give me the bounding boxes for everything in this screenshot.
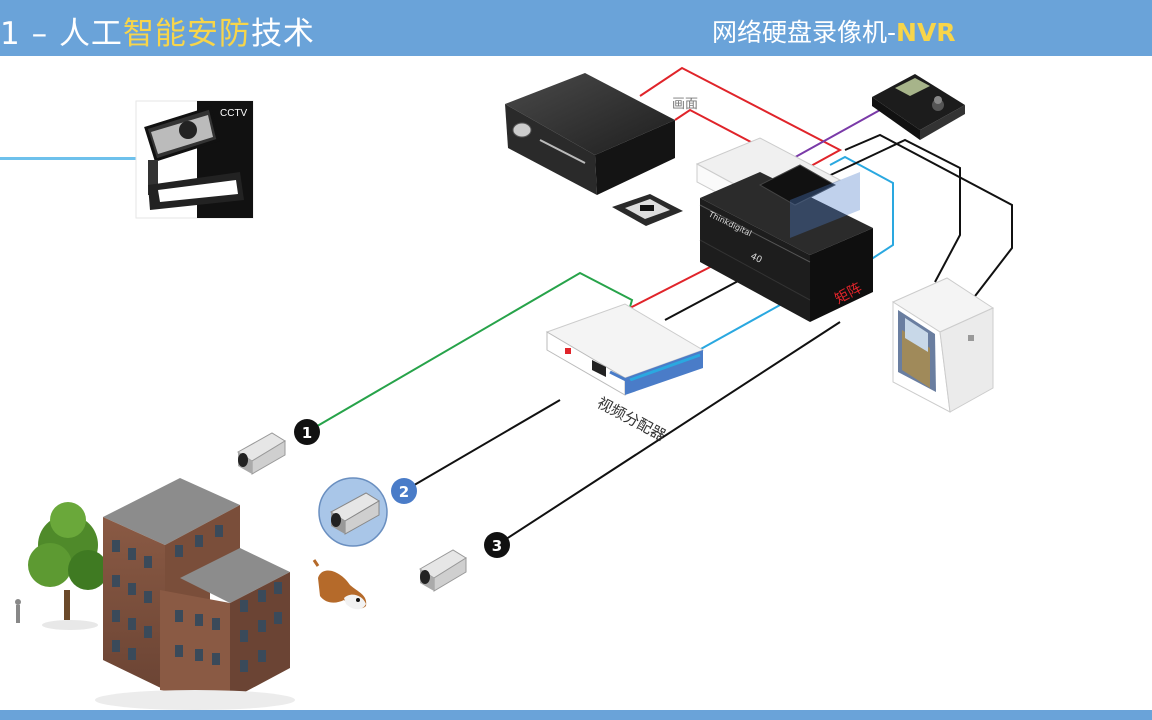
marker-3-label: 3 [492,537,502,555]
cctv-logo: CCTV [135,100,254,219]
marker-1-label: 1 [302,424,312,442]
person-figure [15,599,21,623]
camera2-cable [403,399,561,492]
camera-2 [318,477,388,547]
dog [312,559,367,610]
tree [28,502,108,630]
title-highlight: 智能安防 [122,16,251,52]
red-cable-top [639,66,843,173]
camera-1 [237,432,286,475]
title-prefix: 1 – [0,16,59,52]
camera-3 [419,549,467,592]
footer-bar [0,710,1152,720]
subtitle-text: 网络硬盘录像机- [712,18,897,47]
black-cable-keyboard [819,138,961,283]
cables [306,66,1013,546]
marker-1: 1 [294,419,320,445]
video-distributor [545,303,705,396]
matrix-chassis: Thinkdigital 40 [695,137,873,322]
green-cable [306,271,634,433]
red-cable-distributor [621,261,721,313]
purple-cable [789,109,881,161]
title-part2: 技术 [250,16,315,52]
building [95,478,295,710]
marker-3: 3 [484,532,510,558]
ptz-keyboard [872,74,965,140]
vhs-tape [612,194,683,226]
subtitle-highlight: NVR [896,18,956,47]
logo-text: CCTV [220,108,248,119]
distributor-label: 视频分配器 [594,394,669,445]
divider-line [0,157,137,160]
blue-cable-distributor [689,304,781,356]
monitor-cabinet [891,277,995,413]
dvr-recorder [505,73,675,195]
screen-label: 画面 [672,97,698,112]
slide-title: 1 – 人工智能安防技术 [0,8,315,53]
title-part1: 人工 [58,16,123,52]
header-bar: 1 – 人工智能安防技术 网络硬盘录像机-NVR [0,0,1152,56]
matrix-model: 40 [749,252,764,266]
slide-subtitle: 网络硬盘录像机-NVR [712,13,956,49]
black-cable-distributor [664,279,741,321]
black-cable-monitor [844,133,1013,301]
camera3-cable [496,321,841,546]
blue-cable-monitor [829,155,894,261]
marker-2: 2 [391,478,417,504]
marker-2-label: 2 [399,483,409,501]
